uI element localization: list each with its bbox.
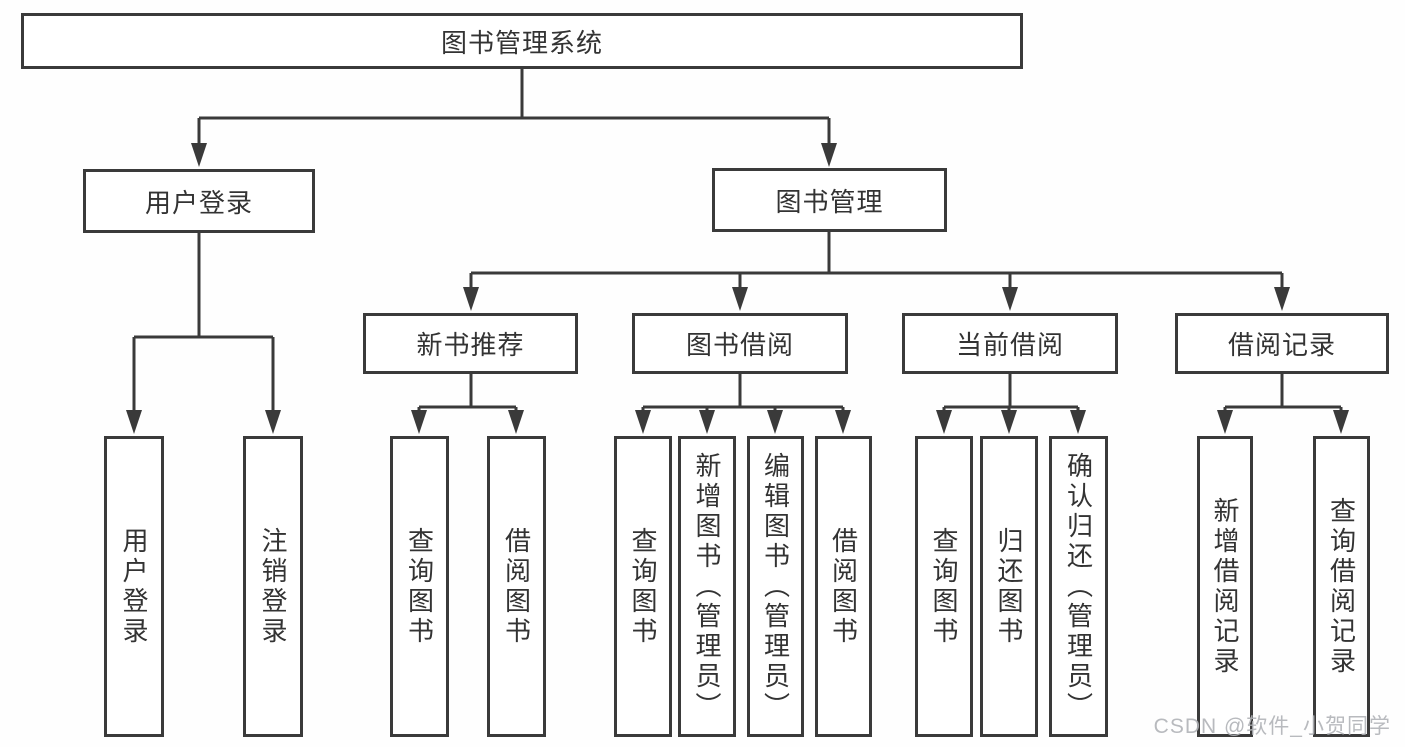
node-new-book-recommend: 新书推荐 (363, 313, 578, 374)
leaf-label: 新增借阅记录 (1210, 496, 1240, 677)
node-borrow-records: 借阅记录 (1175, 313, 1389, 374)
arrow-down-icon (635, 410, 651, 434)
node-label: 用户登录 (144, 187, 253, 218)
connector-root-to-level2 (197, 69, 831, 152)
leaf-query-books-current: 查询图书 (915, 436, 973, 737)
node-label: 图书借阅 (685, 330, 794, 360)
leaf-borrow-books-recommend: 借阅图书 (487, 436, 546, 737)
node-label: 图书管理系统 (440, 27, 603, 58)
leaf-label: 编辑图书（管理员） (760, 451, 791, 722)
leaf-label: 借阅图书 (501, 526, 532, 647)
node-label: 借阅记录 (1227, 330, 1336, 360)
leaf-query-books-borrow: 查询图书 (614, 436, 672, 737)
leaf-confirm-return-admin: 确认归还（管理员） (1049, 436, 1108, 737)
leaf-add-book-admin: 新增图书（管理员） (678, 436, 736, 737)
leaf-edit-book-admin: 编辑图书（管理员） (747, 436, 804, 737)
connector-userlogin-to-leaves (132, 233, 275, 418)
arrow-down-icon (1333, 410, 1349, 434)
leaf-label: 查询图书 (404, 526, 435, 647)
node-root: 图书管理系统 (21, 13, 1023, 69)
leaf-borrow-books-2: 借阅图书 (815, 436, 872, 737)
arrow-down-icon (191, 143, 207, 167)
leaf-label: 归还图书 (994, 526, 1024, 647)
leaf-label: 查询图书 (628, 526, 658, 647)
leaf-query-books-recommend: 查询图书 (390, 436, 449, 737)
leaf-label: 查询图书 (929, 526, 959, 647)
arrow-down-icon (699, 410, 715, 434)
arrow-down-icon (767, 410, 783, 434)
arrow-down-icon (1001, 410, 1017, 434)
arrow-down-icon (936, 410, 952, 434)
leaf-user-login: 用户登录 (104, 436, 164, 737)
leaf-label: 借阅图书 (828, 526, 859, 647)
node-current-borrow: 当前借阅 (902, 313, 1118, 374)
arrow-down-icon (1070, 410, 1086, 434)
leaf-label: 用户登录 (119, 526, 149, 647)
arrow-down-icon (126, 410, 142, 434)
node-user-login: 用户登录 (83, 169, 315, 233)
arrow-down-icon (411, 410, 427, 434)
node-label: 图书管理 (775, 186, 884, 217)
leaf-query-borrow-record: 查询借阅记录 (1313, 436, 1370, 737)
leaf-logout: 注销登录 (243, 436, 303, 737)
connector-newbook-to-leaves (417, 405, 518, 418)
leaf-return-book: 归还图书 (980, 436, 1038, 737)
leaf-label: 新增图书（管理员） (692, 451, 722, 722)
arrow-down-icon (821, 143, 837, 167)
leaf-label: 注销登录 (258, 526, 288, 647)
connector-borrowrecord-to-leaves (1223, 405, 1343, 418)
arrow-down-icon (835, 410, 851, 434)
arrow-down-icon (732, 287, 748, 311)
arrowheads (126, 143, 1349, 434)
connector-level3-stems (469, 374, 1284, 407)
arrow-down-icon (1274, 287, 1290, 311)
leaf-label: 确认归还（管理员） (1063, 451, 1094, 722)
node-book-borrow: 图书借阅 (632, 313, 848, 374)
arrow-down-icon (1002, 287, 1018, 311)
node-book-management: 图书管理 (712, 168, 947, 232)
connector-bookborrow-to-leaves (641, 405, 845, 418)
leaf-add-borrow-record: 新增借阅记录 (1197, 436, 1253, 737)
arrow-down-icon (1217, 410, 1233, 434)
watermark: CSDN @软件_小贺同学 (1153, 715, 1391, 738)
connector-bookmgmt-to-level3 (469, 232, 1284, 296)
arrow-down-icon (508, 410, 524, 434)
node-label: 当前借阅 (955, 330, 1064, 360)
arrow-down-icon (463, 287, 479, 311)
arrow-down-icon (265, 410, 281, 434)
node-label: 新书推荐 (416, 330, 525, 360)
leaf-label: 查询借阅记录 (1326, 496, 1357, 677)
